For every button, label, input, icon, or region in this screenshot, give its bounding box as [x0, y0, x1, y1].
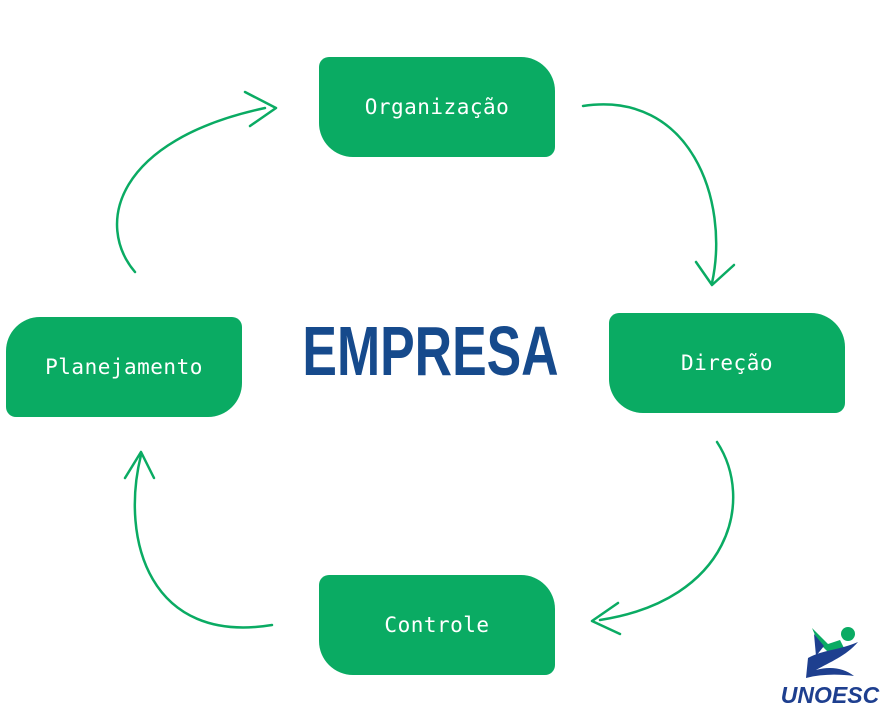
node-direcao-label: Direção: [680, 351, 773, 375]
arrow-planejamento-to-organizacao: [115, 90, 278, 274]
node-controle: Controle: [319, 575, 555, 675]
unoesc-logo: UNOESC: [770, 616, 890, 716]
node-planejamento-label: Planejamento: [45, 355, 203, 379]
node-controle-label: Controle: [384, 613, 490, 637]
center-title: EMPRESA: [302, 312, 559, 390]
node-planejamento: Planejamento: [6, 317, 242, 417]
unoesc-logo-icon: [806, 627, 858, 678]
unoesc-logo-text: UNOESC: [780, 682, 880, 708]
arrow-direcao-to-controle: [590, 440, 735, 636]
arrow-controle-to-planejamento: [123, 450, 274, 629]
node-organizacao: Organização: [319, 57, 555, 157]
node-organizacao-label: Organização: [364, 95, 510, 119]
arrow-organizacao-to-direcao: [581, 103, 736, 287]
node-direcao: Direção: [609, 313, 845, 413]
